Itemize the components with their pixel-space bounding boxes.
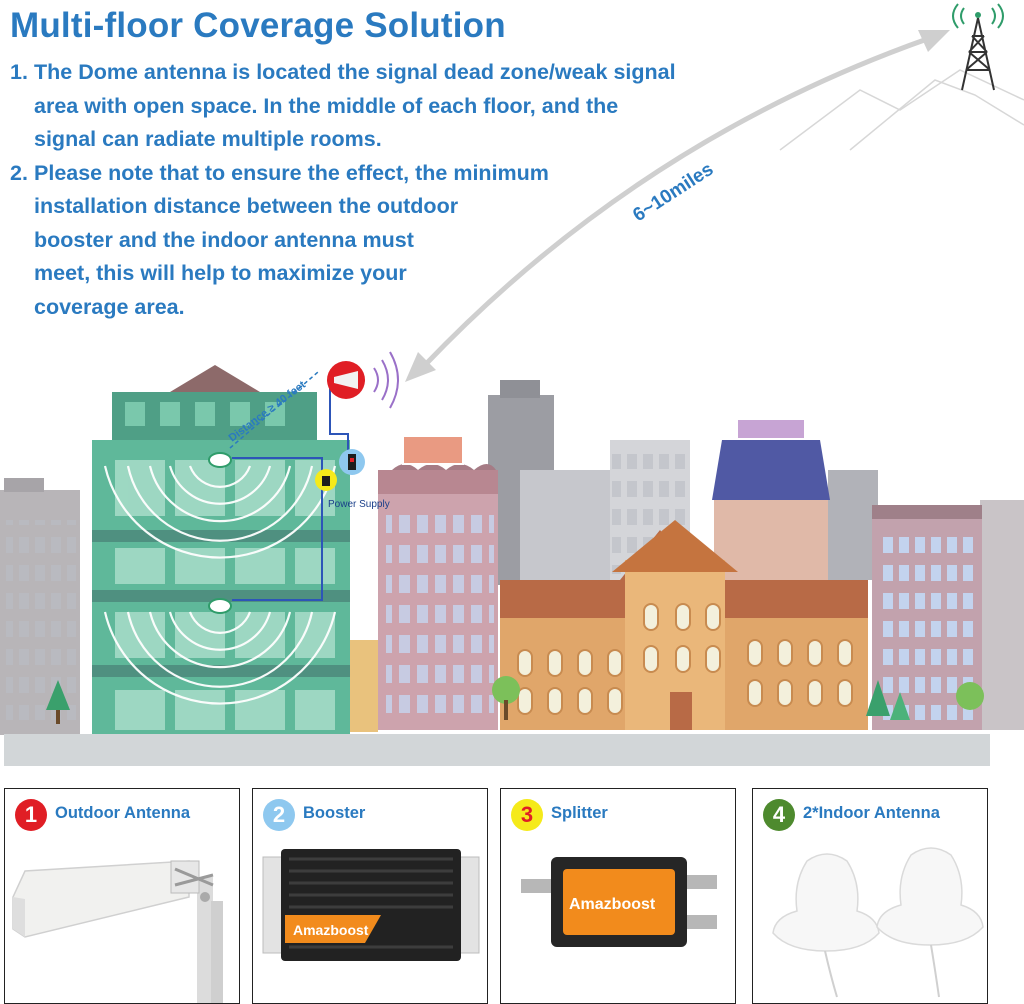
city-scene: 6~10miles <box>0 3 1024 766</box>
product-number-badge: 1 <box>15 799 47 831</box>
note-number: 2. <box>10 160 28 185</box>
product-card-booster: 2 Booster Amazboost <box>252 788 488 1004</box>
splitter-marker <box>315 469 337 491</box>
mountain-lines <box>779 69 1024 151</box>
product-label: Booster <box>303 804 366 822</box>
note-number: 1. <box>10 60 28 84</box>
product-card-splitter: 3 Splitter Amazboost <box>500 788 736 1004</box>
signal-arrow <box>405 30 950 382</box>
dome-antenna-icon <box>772 847 984 998</box>
product-label: Splitter <box>551 804 608 822</box>
product-number-badge: 4 <box>763 799 795 831</box>
ceiling-antenna-icon <box>208 452 232 614</box>
splitter-icon: Amazboost <box>521 857 717 947</box>
cell-tower-icon <box>952 3 1004 91</box>
note-line: signal can radiate multiple rooms. <box>34 127 382 151</box>
coverage-waves <box>103 465 337 705</box>
note-item: 1. The Dome antenna is located the signa… <box>10 56 790 157</box>
splitter-brand: Amazboost <box>569 896 656 913</box>
product-card-indoor-antenna: 4 2*Indoor Antenna <box>752 788 988 1004</box>
product-label: 2*Indoor Antenna <box>803 804 940 822</box>
note-line: coverage area. <box>34 294 185 319</box>
note-line: The Dome antenna is located the signal d… <box>34 60 676 84</box>
sidewalk <box>4 734 990 766</box>
product-row: 1 Outdoor Antenna 2 Booster Amazboost <box>0 788 1024 1004</box>
blue-roof-building <box>712 420 982 730</box>
product-number-badge: 2 <box>263 799 295 831</box>
pink-building <box>378 435 498 730</box>
outdoor-antenna-marker <box>327 351 399 409</box>
main-building <box>92 365 350 735</box>
product-number-badge: 3 <box>511 799 543 831</box>
note-item: 2. Please note that to ensure the effect… <box>10 157 790 325</box>
product-card-outdoor-antenna: 1 Outdoor Antenna <box>4 788 240 1004</box>
note-line: Please note that to ensure the effect, t… <box>34 160 549 185</box>
yagi-antenna-icon <box>12 860 223 1003</box>
note-line: booster and the indoor antenna must <box>34 227 414 252</box>
note-line: area with open space. In the middle of e… <box>34 93 619 118</box>
notes-list: 1. The Dome antenna is located the signa… <box>10 56 790 324</box>
orange-building <box>500 520 868 730</box>
trees <box>46 676 984 724</box>
power-supply-label: Power Supply <box>328 499 390 510</box>
product-label: Outdoor Antenna <box>55 804 191 822</box>
page-title: Multi-floor Coverage Solution <box>10 6 506 45</box>
booster-icon: Amazboost <box>262 849 480 961</box>
booster-brand: Amazboost <box>293 922 369 938</box>
booster-marker <box>339 449 365 475</box>
note-line: meet, this will help to maximize your <box>34 261 407 285</box>
note-line: installation distance between the outdoo… <box>34 194 459 218</box>
